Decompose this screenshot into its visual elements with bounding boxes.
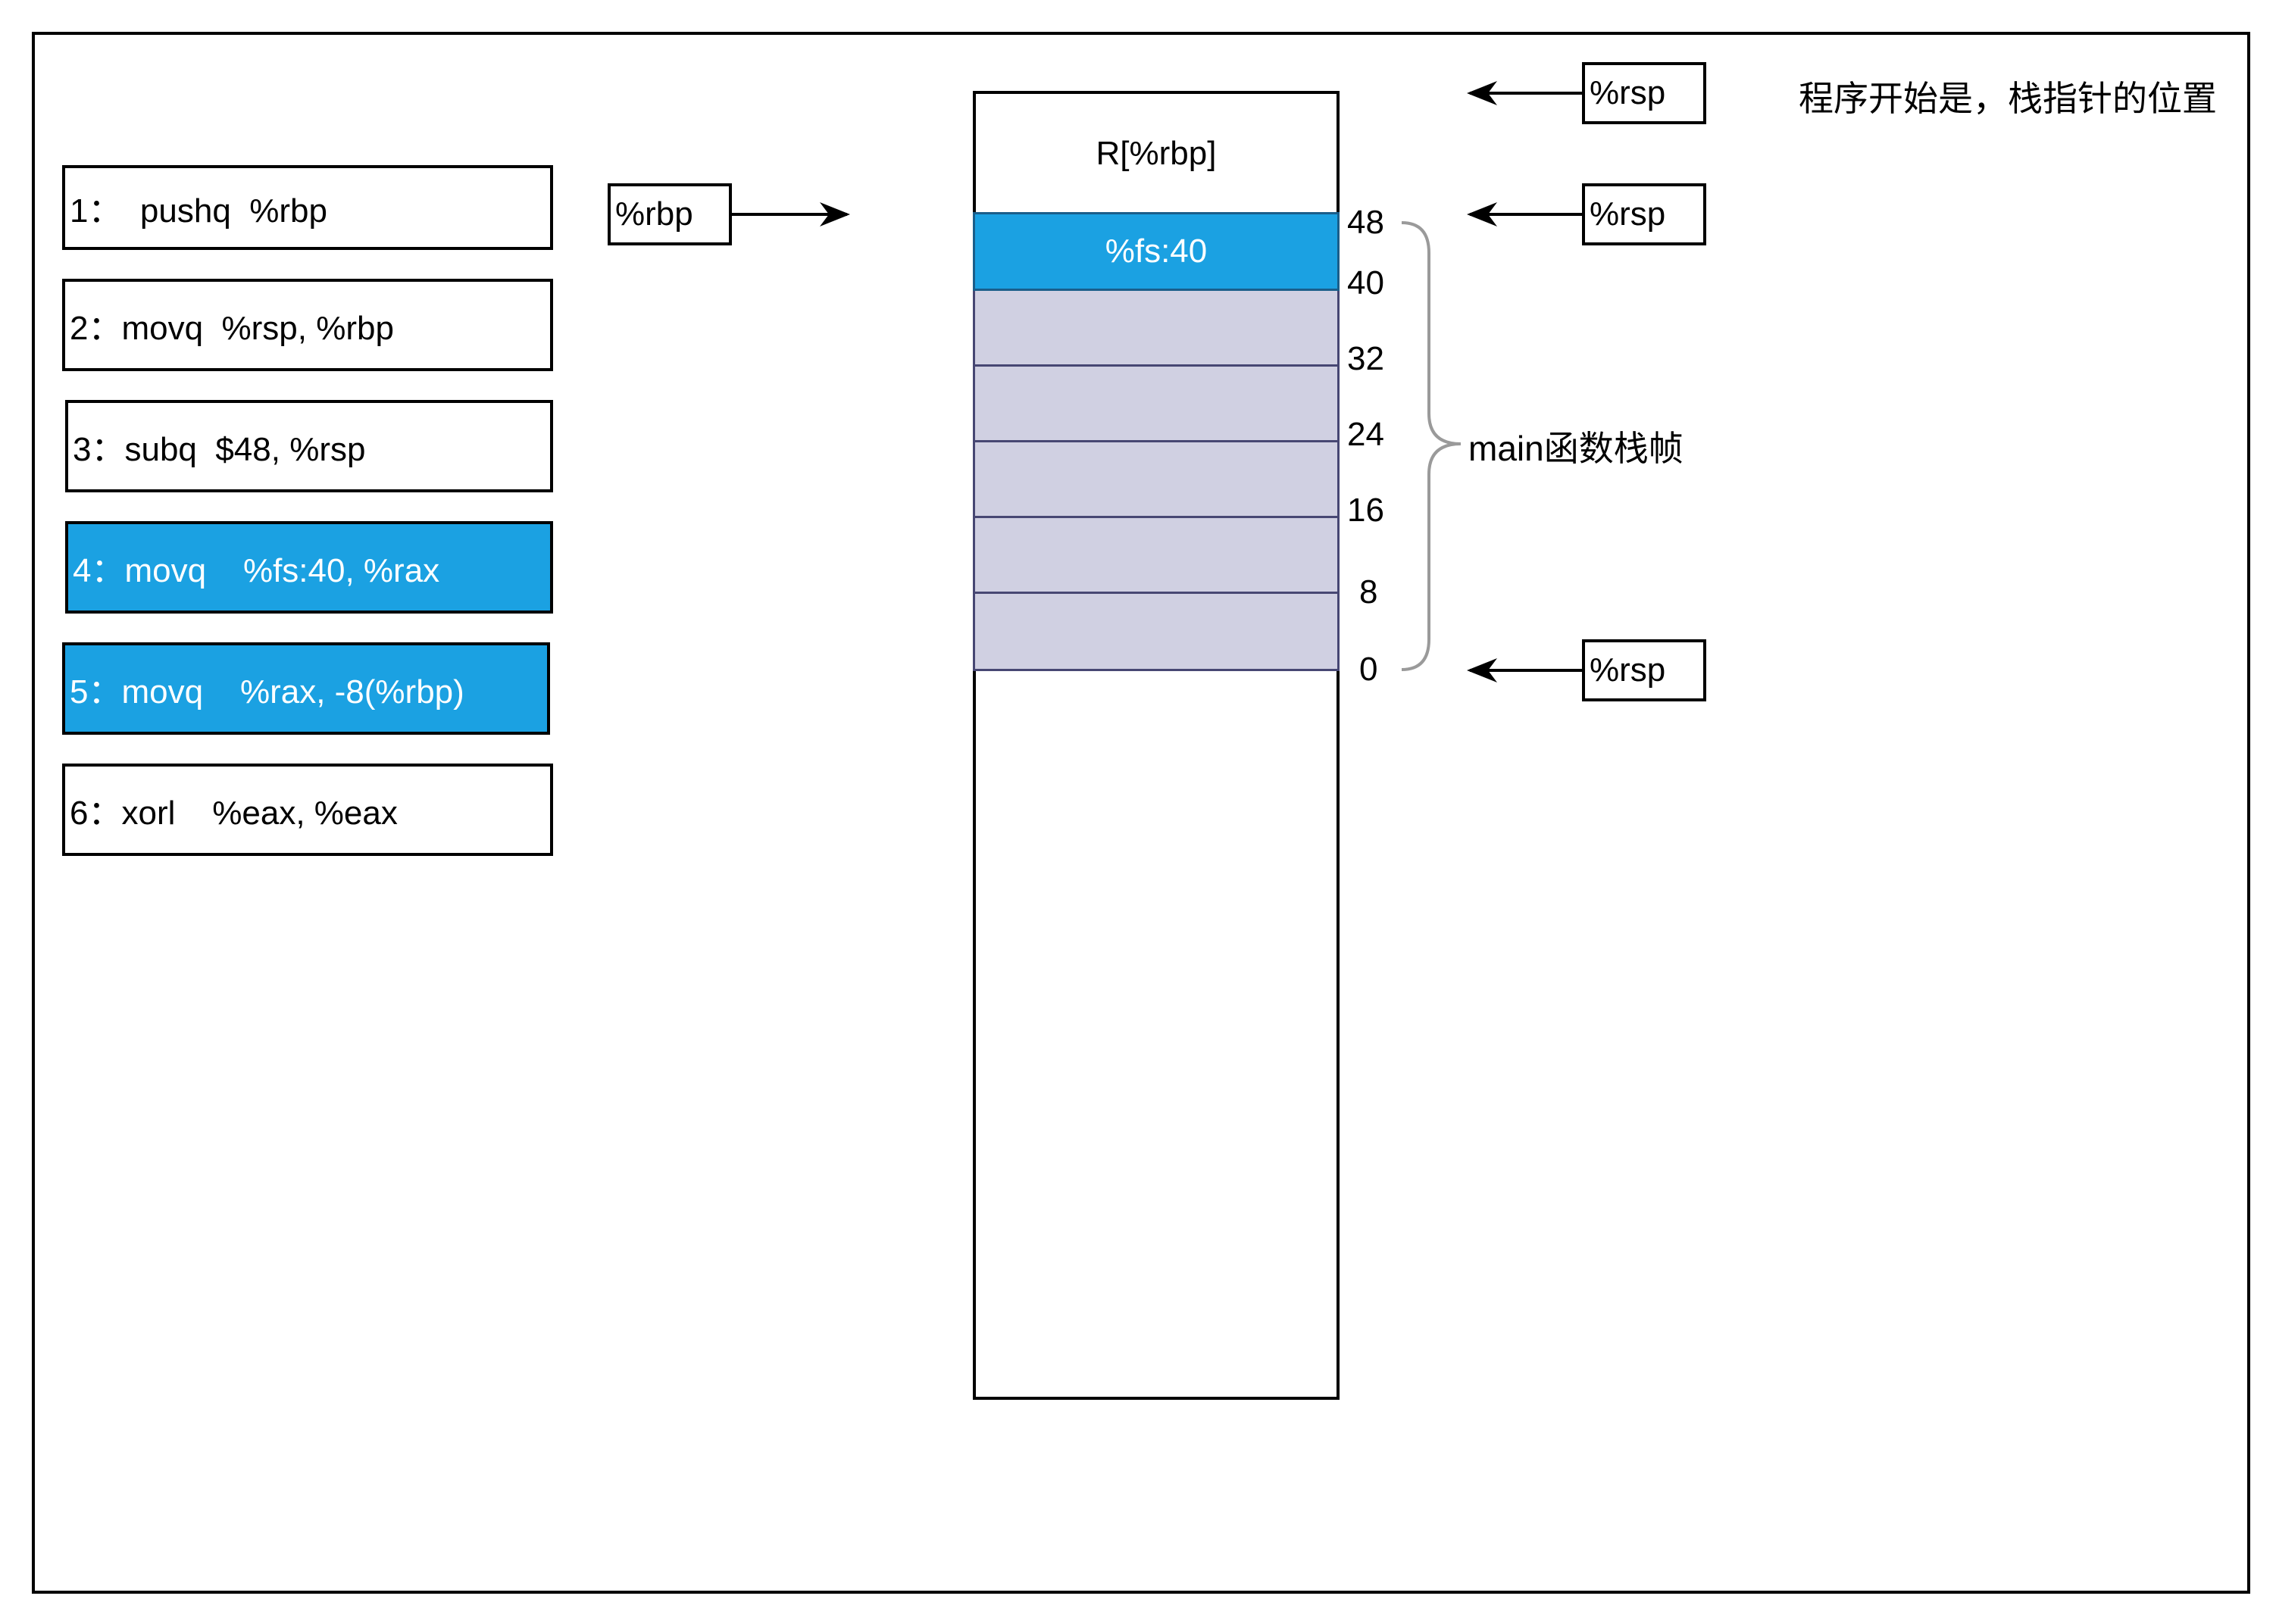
rsp-initial-label: %rsp bbox=[1582, 62, 1706, 124]
stack-cell-saved-rbp: R[%rbp] bbox=[973, 91, 1340, 214]
stack-cell bbox=[973, 518, 1340, 594]
offset-label: 8 bbox=[1359, 573, 1378, 611]
offset-label: 24 bbox=[1347, 416, 1384, 453]
offset-label: 16 bbox=[1347, 492, 1384, 529]
initial-sp-note: 程序开始是，栈指针的位置 bbox=[1799, 79, 2217, 118]
instruction-5: 5：movq %rax, -8(%rbp) bbox=[62, 642, 550, 735]
stack-cell bbox=[973, 291, 1340, 367]
frame-brace bbox=[1401, 221, 1462, 671]
offset-label: 48 bbox=[1347, 204, 1384, 241]
stack-cell bbox=[973, 442, 1340, 518]
rbp-register-label: %rbp bbox=[608, 183, 732, 245]
diagram-frame bbox=[32, 32, 2250, 1594]
stack-cell-canary: %fs:40 bbox=[973, 212, 1340, 291]
main-frame-label: main函数栈帧 bbox=[1468, 429, 1684, 468]
instruction-1: 1： pushq %rbp bbox=[62, 165, 553, 250]
instruction-3: 3：subq $48, %rsp bbox=[65, 400, 553, 492]
instruction-6: 6：xorl %eax, %eax bbox=[62, 764, 553, 856]
stack-cell bbox=[973, 594, 1340, 671]
rsp-after-push-label: %rsp bbox=[1582, 183, 1706, 245]
stack-cell bbox=[973, 367, 1340, 442]
rsp-after-sub-label: %rsp bbox=[1582, 639, 1706, 701]
offset-label: 32 bbox=[1347, 340, 1384, 377]
offset-label: 40 bbox=[1347, 264, 1384, 301]
instruction-2: 2：movq %rsp, %rbp bbox=[62, 279, 553, 371]
instruction-4: 4：movq %fs:40, %rax bbox=[65, 521, 553, 614]
offset-label: 0 bbox=[1359, 651, 1378, 688]
